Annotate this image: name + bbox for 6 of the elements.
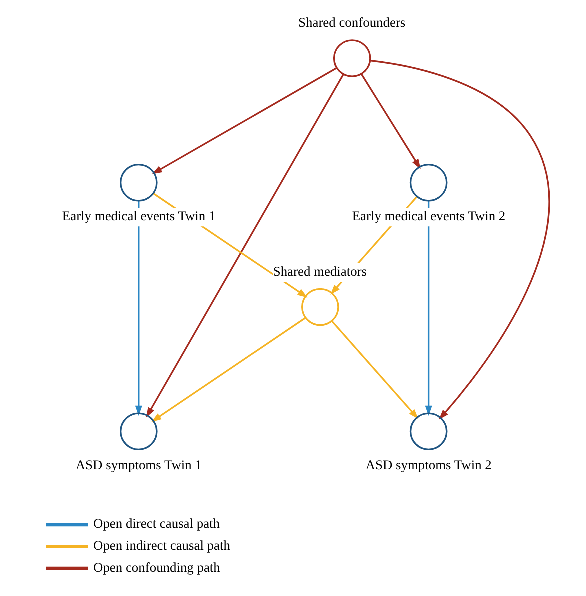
node-label: Shared confounders: [298, 15, 406, 30]
legend-label: Open indirect causal path: [94, 538, 230, 553]
legend-label: Open confounding path: [94, 560, 220, 575]
node-label: ASD symptoms Twin 1: [76, 457, 202, 472]
legend-label: Open direct causal path: [94, 516, 220, 532]
node-label: ASD symptoms Twin 2: [366, 457, 492, 472]
